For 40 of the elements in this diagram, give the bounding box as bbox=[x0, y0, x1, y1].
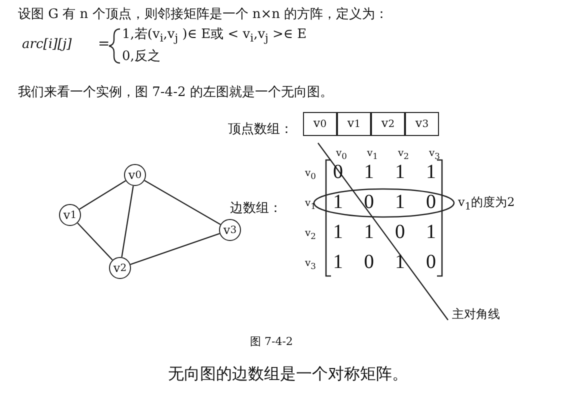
matrix-entry: 1 bbox=[395, 161, 405, 183]
matrix-entry: 1 bbox=[395, 191, 405, 213]
array-label: 顶点数组： bbox=[228, 123, 293, 138]
matrix-entry: 1 bbox=[333, 191, 343, 213]
array-label: 边数组： bbox=[230, 202, 282, 216]
sentence: 设图 G 有 n 个顶点，则邻接矩阵是一个 n×n 的方阵，定义为： bbox=[18, 8, 388, 22]
diagonal-label: 主对角线 bbox=[452, 308, 500, 322]
figure-caption: 图 7-4-2 bbox=[250, 336, 293, 348]
edge-line bbox=[121, 186, 134, 258]
column-header: v$_{2}$ bbox=[398, 148, 409, 162]
sentence: 无向图的边数组是一个对称矩阵。 bbox=[168, 365, 408, 383]
edge-line bbox=[130, 233, 220, 265]
matrix-entry: 1 bbox=[426, 161, 436, 183]
sentence: 我们来看一个实例，图 7-4-2 的左图就是一个无向图。 bbox=[18, 86, 333, 100]
matrix-entry: 1 bbox=[395, 251, 405, 273]
formula-case: 0,反之 bbox=[122, 50, 160, 64]
matrix-entry: 0 bbox=[364, 251, 374, 273]
edge-line bbox=[144, 180, 221, 225]
matrix-entry: 1 bbox=[364, 221, 374, 243]
matrix-entry: 0 bbox=[426, 251, 436, 273]
matrix-entry: 1 bbox=[333, 221, 343, 243]
matrix-entry: 0 bbox=[364, 191, 374, 213]
edge-line bbox=[77, 222, 113, 260]
formula-term: arc[i][j] bbox=[22, 38, 72, 52]
column-header: v$_{1}$ bbox=[367, 148, 378, 162]
column-header: v$_{0}$ bbox=[336, 148, 347, 162]
edge-line bbox=[79, 180, 126, 210]
degree-note: v$_{1}$的度为2 bbox=[458, 196, 515, 212]
column-header: v$_{3}$ bbox=[429, 148, 440, 162]
row-header: v$_{0}$ bbox=[305, 168, 316, 182]
matrix-entry: 1 bbox=[333, 251, 343, 273]
row-header: v$_{1}$ bbox=[305, 198, 316, 212]
matrix-entry: 1 bbox=[426, 221, 436, 243]
row-header: v$_{3}$ bbox=[305, 258, 316, 272]
row-header: v$_{2}$ bbox=[305, 228, 316, 242]
matrix-entry: 0 bbox=[426, 191, 436, 213]
matrix-entry: 1 bbox=[364, 161, 374, 183]
equals-sign: = bbox=[98, 37, 110, 52]
matrix-entry: 0 bbox=[395, 221, 405, 243]
formula-case: 1,若(v$_{i}$,v$_{j}$ )∈ E或 < v$_{i}$,v$_{j}$ >∈ E bbox=[122, 28, 307, 44]
